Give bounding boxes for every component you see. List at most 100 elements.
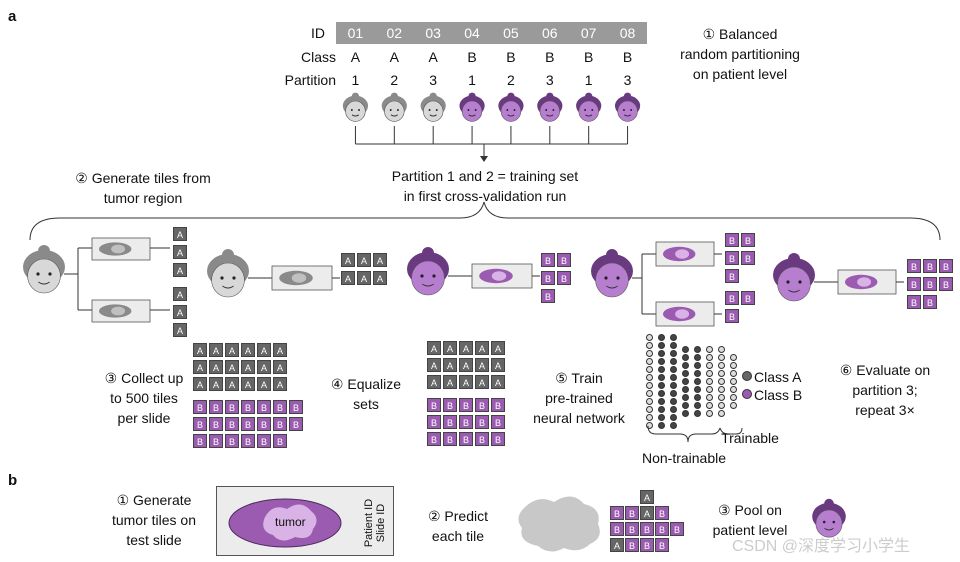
- tile-class-b: B: [655, 506, 669, 520]
- table-cell: B: [467, 49, 477, 65]
- patient-face-a: [342, 92, 369, 122]
- table-cell: 3: [545, 72, 554, 88]
- tile-class-a: A: [241, 360, 255, 374]
- network-node: [706, 410, 713, 417]
- tile-class-a: A: [427, 375, 441, 389]
- network-node: [658, 422, 665, 429]
- network-node: [718, 394, 725, 401]
- step1-text: ① Balanced random partitioning on patien…: [660, 24, 820, 84]
- tile-class-b: B: [923, 259, 937, 273]
- tile-class-a: A: [225, 343, 239, 357]
- network-node: [718, 410, 725, 417]
- b-step2-text: ② Predict each tile: [416, 506, 500, 546]
- tile-class-a: A: [273, 377, 287, 391]
- tile-class-a: A: [491, 341, 505, 355]
- tile-class-a: A: [427, 358, 441, 372]
- slide-thumbnail: [655, 241, 715, 267]
- network-node: [694, 378, 701, 385]
- network-node: [694, 410, 701, 417]
- network-node: [706, 362, 713, 369]
- tile-class-a: A: [459, 341, 473, 355]
- tile-class-b: B: [923, 277, 937, 291]
- network-node: [658, 334, 665, 341]
- step5-line: ⑤ Train: [555, 370, 603, 386]
- tile-class-b: B: [625, 506, 639, 520]
- tile-class-a: A: [173, 227, 187, 241]
- network-node: [718, 346, 725, 353]
- test-slide: tumor Patient ID Slide ID: [216, 486, 394, 556]
- network-node: [646, 374, 653, 381]
- tile-class-a: A: [173, 323, 187, 337]
- tile-class-b: B: [273, 417, 287, 431]
- tile-class-b: B: [427, 432, 441, 446]
- network-node: [682, 386, 689, 393]
- tile-generation-diagram: [23, 201, 941, 327]
- tile-class-b: B: [225, 434, 239, 448]
- tumor-label: tumor: [275, 515, 306, 529]
- tile-class-a: A: [427, 341, 441, 355]
- tile-class-b: B: [459, 415, 473, 429]
- network-node: [718, 378, 725, 385]
- class-label: Class: [300, 49, 336, 65]
- step2-line: ② Generate tiles from: [75, 170, 211, 186]
- tile-class-a: A: [491, 375, 505, 389]
- slide-thumbnail: [655, 301, 715, 327]
- step4-line: ④ Equalize: [330, 376, 402, 392]
- network-node: [682, 346, 689, 353]
- tile-class-b: B: [741, 291, 755, 305]
- tile-class-b: B: [209, 434, 223, 448]
- table-cell: 04: [464, 25, 480, 41]
- network-node: [682, 362, 689, 369]
- network-node: [646, 350, 653, 357]
- training-note: Partition 1 and 2 = training set in firs…: [360, 166, 610, 206]
- network-node: [646, 390, 653, 397]
- network-node: [658, 342, 665, 349]
- table-cell: 07: [580, 25, 597, 41]
- network-node: [706, 354, 713, 361]
- tile-class-a: A: [209, 360, 223, 374]
- tile-class-b: B: [557, 253, 571, 267]
- table-cell: 08: [619, 25, 636, 41]
- network-node: [646, 342, 653, 349]
- class-b-legend-dot: [742, 389, 752, 399]
- step1-line: on patient level: [692, 66, 788, 82]
- tile-class-a: A: [443, 375, 457, 389]
- tile-class-b: B: [625, 522, 639, 536]
- class-a-legend-dot: [742, 371, 752, 381]
- tile-class-a: A: [225, 377, 239, 391]
- tile-class-a: A: [491, 358, 505, 372]
- network-node: [670, 406, 677, 413]
- tile-class-b: B: [939, 277, 953, 291]
- tile-class-a: A: [257, 377, 271, 391]
- tile-class-a: A: [341, 271, 355, 285]
- tile-class-a: A: [443, 341, 457, 355]
- table-cell: 3: [429, 72, 438, 88]
- table-cell: 03: [425, 25, 441, 41]
- tile-class-b: B: [225, 417, 239, 431]
- table-cell: 02: [386, 25, 403, 41]
- patient-id-label: Patient ID: [363, 498, 375, 548]
- table-cell: 1: [468, 72, 476, 88]
- tile-class-a: A: [475, 375, 489, 389]
- b-step2-line: each tile: [431, 528, 485, 544]
- tile-class-a: A: [475, 341, 489, 355]
- tile-class-b: B: [443, 415, 457, 429]
- tile-class-b: B: [193, 417, 207, 431]
- tile-class-a: A: [341, 253, 355, 267]
- tile-class-b: B: [427, 398, 441, 412]
- tile-class-a: A: [459, 358, 473, 372]
- step3-line: ③ Collect up: [104, 370, 184, 386]
- network-node: [646, 334, 653, 341]
- tile-class-a: A: [273, 343, 287, 357]
- network-node: [718, 386, 725, 393]
